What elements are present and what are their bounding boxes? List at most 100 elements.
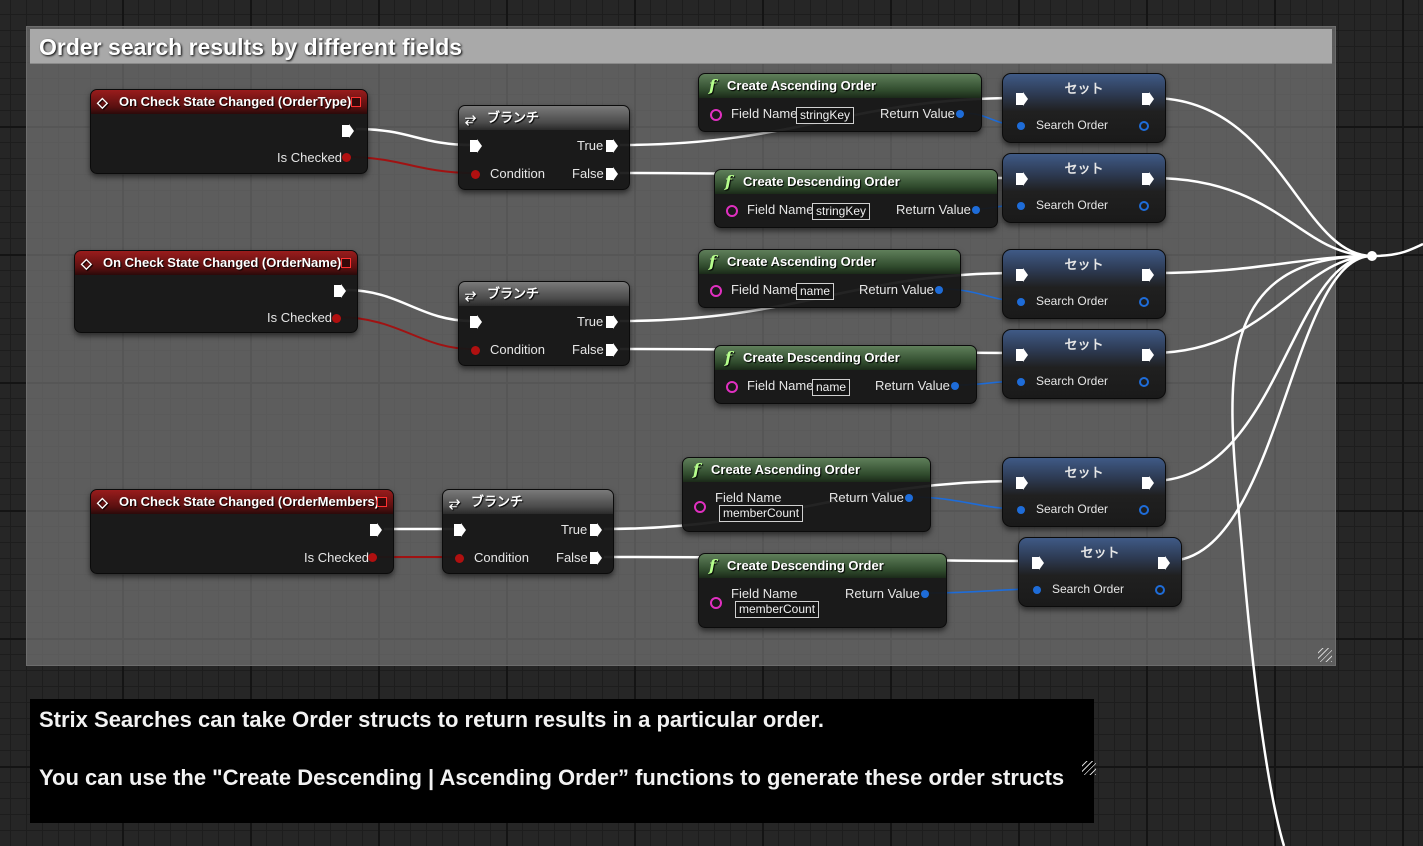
set-search-order-node-3[interactable]: セット Search Order <box>1002 249 1166 319</box>
exec-in-pin[interactable] <box>1016 92 1028 106</box>
field-name-label: Field Name <box>731 282 798 297</box>
field-name-label: Field Name <box>747 202 814 217</box>
search-order-out-pin[interactable] <box>1139 505 1149 515</box>
branch-node-order-members[interactable]: ⥂ ブランチ True Condition False <box>442 489 614 574</box>
event-delegate-pin-icon[interactable] <box>351 97 361 107</box>
event-node-order-name[interactable]: ◇ On Check State Changed (OrderName) Is … <box>74 250 358 333</box>
exec-out-pin[interactable] <box>1142 348 1154 362</box>
search-order-in-pin[interactable] <box>1017 202 1025 210</box>
true-exec-pin[interactable] <box>590 523 602 537</box>
field-name-input[interactable]: name <box>812 379 851 396</box>
search-order-label: Search Order <box>1036 502 1109 516</box>
search-order-in-pin[interactable] <box>1017 298 1025 306</box>
exec-out-pin[interactable] <box>1142 476 1154 490</box>
branch-node-order-type[interactable]: ⥂ ブランチ True Condition False <box>458 105 630 190</box>
exec-out-pin[interactable] <box>342 124 354 138</box>
return-value-label: Return Value <box>845 586 920 601</box>
search-order-out-pin[interactable] <box>1139 377 1149 387</box>
exec-in-pin[interactable] <box>470 315 482 329</box>
set-search-order-node-2[interactable]: セット Search Order <box>1002 153 1166 223</box>
is-checked-pin[interactable] <box>332 314 341 323</box>
set-search-order-node-6[interactable]: セット Search Order <box>1018 537 1182 607</box>
condition-pin[interactable] <box>471 346 480 355</box>
create-ascending-node-order-type[interactable]: f Create Ascending Order Field Name stri… <box>698 73 982 132</box>
exec-out-pin[interactable] <box>1142 92 1154 106</box>
exec-out-pin[interactable] <box>1142 172 1154 186</box>
event-node-header: ◇ On Check State Changed (OrderType) <box>91 90 367 114</box>
comment-title-bar[interactable]: Order search results by different fields <box>30 29 1332 64</box>
set-search-order-node-5[interactable]: セット Search Order <box>1002 457 1166 527</box>
exec-in-pin[interactable] <box>1032 556 1044 570</box>
false-exec-pin[interactable] <box>606 167 618 181</box>
field-name-input[interactable]: memberCount <box>719 505 804 522</box>
create-descending-node-order-name[interactable]: f Create Descending Order Field Name nam… <box>714 345 977 404</box>
set-search-order-node-4[interactable]: セット Search Order <box>1002 329 1166 399</box>
create-ascending-node-order-name[interactable]: f Create Ascending Order Field Name name… <box>698 249 961 308</box>
exec-out-pin[interactable] <box>370 523 382 537</box>
branch-node-header: ⥂ ブランチ <box>459 282 629 306</box>
return-value-pin[interactable] <box>956 110 964 118</box>
search-order-out-pin[interactable] <box>1139 121 1149 131</box>
is-checked-label: Is Checked <box>267 310 333 325</box>
field-name-input[interactable]: stringKey <box>796 107 855 124</box>
event-delegate-pin-icon[interactable] <box>341 258 351 268</box>
exec-out-pin[interactable] <box>1142 268 1154 282</box>
function-f-icon: f <box>709 252 716 271</box>
false-label: False <box>572 166 604 181</box>
exec-out-pin[interactable] <box>334 284 346 298</box>
exec-out-pin[interactable] <box>1158 556 1170 570</box>
false-exec-pin[interactable] <box>606 343 618 357</box>
condition-pin[interactable] <box>471 170 480 179</box>
event-node-order-type[interactable]: ◇ On Check State Changed (OrderType) Is … <box>90 89 368 174</box>
event-delegate-pin-icon[interactable] <box>377 497 387 507</box>
description-comment[interactable]: Strix Searches can take Order structs to… <box>30 699 1096 823</box>
search-order-out-pin[interactable] <box>1139 201 1149 211</box>
is-checked-pin[interactable] <box>342 153 351 162</box>
event-node-order-members[interactable]: ◇ On Check State Changed (OrderMembers) … <box>90 489 394 574</box>
field-name-input[interactable]: stringKey <box>812 203 871 220</box>
return-value-pin[interactable] <box>935 286 943 294</box>
field-name-pin[interactable] <box>710 109 722 121</box>
field-name-pin[interactable] <box>710 285 722 297</box>
exec-in-pin[interactable] <box>1016 348 1028 362</box>
true-exec-pin[interactable] <box>606 139 618 153</box>
return-value-pin[interactable] <box>972 206 980 214</box>
function-node-header: f Create Ascending Order <box>683 458 930 482</box>
exec-in-pin[interactable] <box>1016 476 1028 490</box>
function-f-icon: f <box>709 76 716 95</box>
return-value-pin[interactable] <box>921 590 929 598</box>
create-descending-node-order-type[interactable]: f Create Descending Order Field Name str… <box>714 169 998 228</box>
search-order-in-pin[interactable] <box>1017 122 1025 130</box>
branch-node-order-name[interactable]: ⥂ ブランチ True Condition False <box>458 281 630 366</box>
search-order-out-pin[interactable] <box>1139 297 1149 307</box>
branch-title: ブランチ <box>471 494 524 509</box>
create-descending-node-order-members[interactable]: f Create Descending Order Field Name mem… <box>698 553 947 628</box>
true-label: True <box>577 138 604 153</box>
create-ascending-node-order-members[interactable]: f Create Ascending Order Field Name memb… <box>682 457 931 532</box>
field-name-pin[interactable] <box>726 381 738 393</box>
comment-resize-grip[interactable] <box>1318 648 1332 662</box>
return-value-pin[interactable] <box>951 382 959 390</box>
field-name-pin[interactable] <box>694 501 706 513</box>
exec-in-pin[interactable] <box>454 523 466 537</box>
condition-pin[interactable] <box>455 554 464 563</box>
field-name-input[interactable]: memberCount <box>735 601 820 618</box>
is-checked-pin[interactable] <box>368 553 377 562</box>
field-name-pin[interactable] <box>726 205 738 217</box>
exec-in-pin[interactable] <box>1016 268 1028 282</box>
description-resize-grip[interactable] <box>1082 761 1096 775</box>
exec-in-pin[interactable] <box>470 139 482 153</box>
return-value-pin[interactable] <box>905 494 913 502</box>
search-order-in-pin[interactable] <box>1033 586 1041 594</box>
event-title: On Check State Changed (OrderName) <box>103 255 342 270</box>
field-name-label: Field Name <box>731 106 798 121</box>
search-order-in-pin[interactable] <box>1017 506 1025 514</box>
search-order-out-pin[interactable] <box>1155 585 1165 595</box>
false-exec-pin[interactable] <box>590 551 602 565</box>
search-order-in-pin[interactable] <box>1017 378 1025 386</box>
true-exec-pin[interactable] <box>606 315 618 329</box>
exec-in-pin[interactable] <box>1016 172 1028 186</box>
set-search-order-node-1[interactable]: セット Search Order <box>1002 73 1166 143</box>
field-name-input[interactable]: name <box>796 283 835 300</box>
field-name-pin[interactable] <box>710 597 722 609</box>
